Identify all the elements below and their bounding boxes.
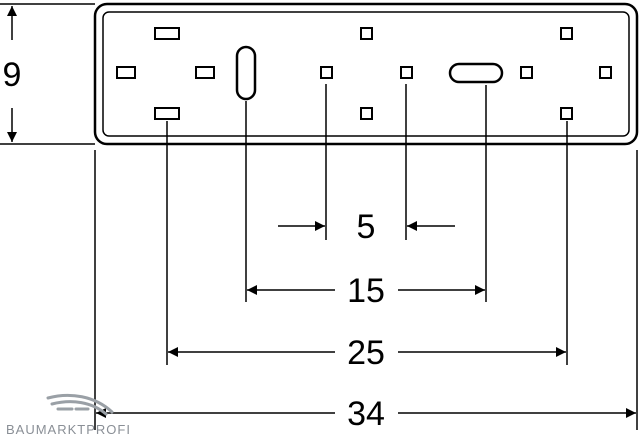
slot-top-left — [154, 27, 180, 40]
hole-top-center — [360, 27, 373, 40]
hole-mid-right — [599, 66, 612, 79]
hole-mid-a — [320, 66, 333, 79]
watermark: BAUMARKTPROFI — [6, 393, 131, 437]
slot-bottom-left — [154, 107, 180, 120]
oval-hole-vertical — [235, 45, 257, 101]
label-total-width: 34 — [347, 395, 385, 433]
slot-mid-left — [195, 66, 215, 79]
watermark-text: BAUMARKTPROFI — [6, 422, 131, 437]
hole-mid-c — [520, 66, 533, 79]
hole-bottom-right — [560, 107, 573, 120]
slot-mid-far-left — [116, 66, 136, 79]
plate-inner-edge — [102, 11, 630, 137]
label-outer-slot-spacing: 25 — [347, 334, 385, 372]
label-oval-spacing: 15 — [347, 272, 385, 310]
oval-hole-horizontal — [448, 62, 504, 84]
mounting-plate — [93, 2, 639, 146]
extension-lines — [0, 3, 638, 430]
label-height: 9 — [3, 56, 22, 94]
hole-mid-b — [400, 66, 413, 79]
hole-bottom-center — [360, 107, 373, 120]
hole-top-right — [560, 27, 573, 40]
car-roof-logo-icon — [46, 393, 114, 416]
plate-outer-edge — [93, 2, 639, 146]
label-slot-spacing: 5 — [357, 208, 376, 246]
dimension-lines — [6, 6, 636, 418]
plate-holes — [116, 27, 612, 120]
